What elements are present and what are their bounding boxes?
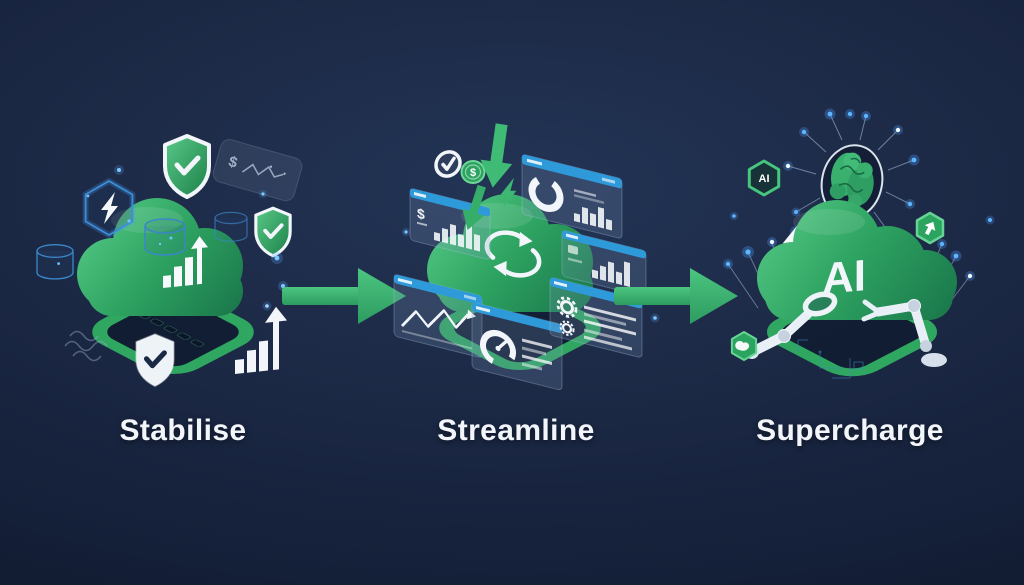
gear-icon xyxy=(559,320,575,336)
stage-label-stabilise: Stabilise xyxy=(119,414,247,447)
stage-label-supercharge: Supercharge xyxy=(756,414,944,447)
check-circle-icon xyxy=(434,150,462,178)
stage-supercharge-illustration: AI AI xyxy=(723,108,995,379)
brain-hexagon-badge xyxy=(730,331,758,361)
shield-check-white-icon xyxy=(135,333,175,387)
donut-dashboard-panel xyxy=(521,154,623,239)
database-cylinder-icon xyxy=(214,211,248,242)
glow-dots xyxy=(402,228,660,323)
bars-panel xyxy=(561,230,647,297)
line-chart-panel xyxy=(393,274,483,358)
stage-streamline-illustration: $ xyxy=(393,123,660,391)
dollar-coin-icon: $ xyxy=(460,160,486,184)
database-cylinder-icon xyxy=(36,244,74,280)
lightning-bolt-icon xyxy=(500,177,517,208)
glow-dots xyxy=(730,109,995,225)
cloud xyxy=(77,198,243,316)
squiggle-lines xyxy=(64,330,108,362)
rocket-hexagon-badge xyxy=(915,211,945,245)
ai-hexagon-badge: AI xyxy=(747,159,781,197)
gauge-panel xyxy=(471,302,563,391)
robot-arm-gripper xyxy=(861,299,947,367)
shield-check-icon xyxy=(254,206,292,258)
lightning-hexagon-icon xyxy=(82,178,136,238)
stage-stabilise-illustration: $ xyxy=(36,134,303,387)
growth-bars-arrow-icon xyxy=(235,306,287,374)
growth-bars-arrow-icon xyxy=(163,236,208,288)
finance-note-panel: $ xyxy=(212,138,303,202)
circuit-traces xyxy=(797,339,864,379)
database-cylinder-icon xyxy=(144,218,186,256)
down-arrow-icon xyxy=(462,184,486,231)
down-arrow-icon xyxy=(480,123,513,188)
sync-loop-icon xyxy=(484,230,542,278)
dollar-glyph: $ xyxy=(417,206,425,224)
ai-glyph: AI xyxy=(759,173,770,185)
dollar-glyph: $ xyxy=(470,167,476,179)
stage-arrow xyxy=(282,268,406,324)
shield-check-icon xyxy=(163,134,211,199)
stage-arrow xyxy=(614,268,738,324)
stage-label-streamline: Streamline xyxy=(437,414,595,447)
gear-icon xyxy=(556,296,578,318)
robot-arm-magnifier xyxy=(745,291,838,359)
platform-slots xyxy=(136,311,205,347)
